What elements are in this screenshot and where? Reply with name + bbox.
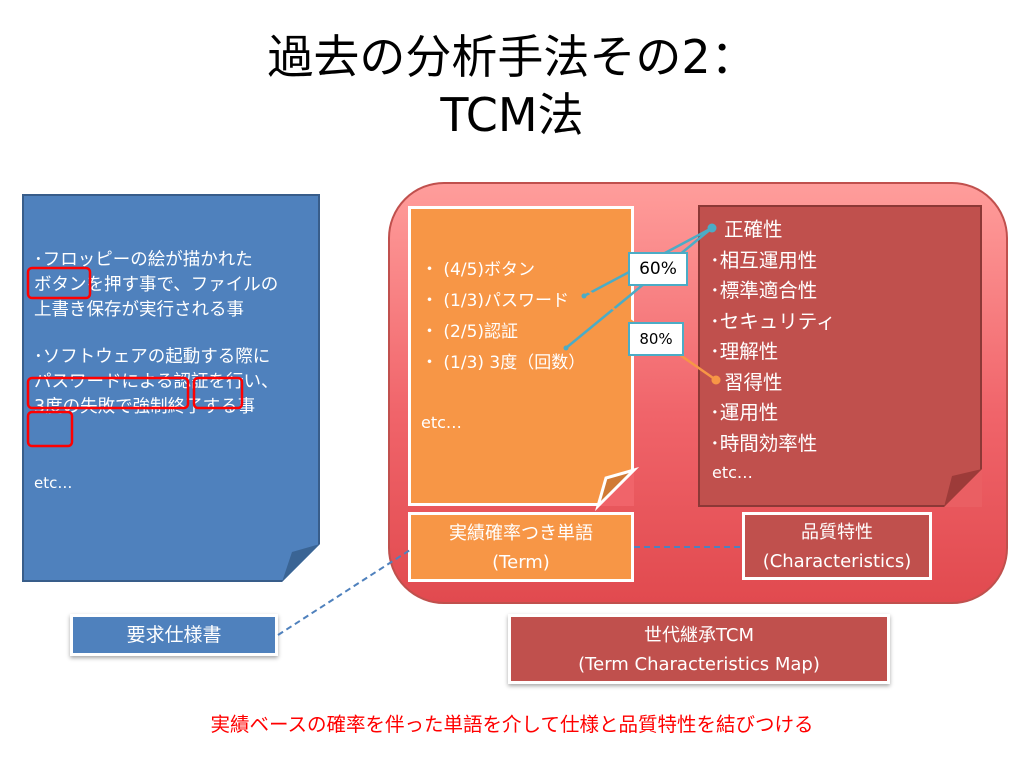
char-label-line-1: 品質特性 — [801, 522, 873, 543]
term-etc: etc… — [421, 413, 462, 432]
title-line-1: 過去の分析手法その2： — [267, 30, 757, 84]
characteristic-item: ･運用性 — [710, 401, 779, 424]
characteristics-list: 正確性 ･相互運用性 ･標準適合性 ･セキュリティ ･理解性 習得性 ･運用性 … — [710, 215, 836, 459]
percent-60-box: 60% — [628, 252, 688, 286]
tcm-label-line-2: (Term Characteristics Map) — [578, 654, 820, 675]
characteristic-item: ･相互運用性 — [710, 248, 818, 272]
characteristics-document: 正確性 ･相互運用性 ･標準適合性 ･セキュリティ ･理解性 習得性 ･運用性 … — [698, 205, 982, 507]
term-label-line-1: 実績確率つき単語 — [449, 523, 593, 544]
req-para1-line1: ･フロッピーの絵が描かれた — [34, 250, 253, 270]
term-item: ・ (1/3) 3度（回数） — [421, 353, 586, 373]
tcm-label: 世代継承TCM (Term Characteristics Map) — [508, 614, 890, 684]
tcm-label-line-1: 世代継承TCM — [643, 625, 755, 646]
term-label-line-2: (Term) — [492, 552, 550, 573]
characteristic-item: ･理解性 — [710, 340, 779, 363]
char-label-line-2: (Characteristics) — [762, 551, 912, 572]
req-para2-line3: 3度の失敗で強制終了する事 — [34, 397, 256, 417]
requirements-document: ･フロッピーの絵が描かれた ボタンを押す事で、ファイルの 上書き保存が実行される… — [22, 194, 320, 582]
req-para1-line2: ボタンを押す事で、ファイルの — [34, 275, 279, 295]
requirements-label: 要求仕様書 — [70, 614, 278, 656]
characteristic-item: ･標準適合性 — [710, 279, 818, 302]
term-list: ・ (4/5)ボタン ・ (1/3)パスワード ・ (2/5)認証 ・ (1/3… — [421, 255, 585, 379]
req-para2-line1: ･ソフトウェアの起動する際に — [34, 347, 271, 367]
characteristic-item: ･時間効率性 — [710, 431, 818, 455]
characteristics-label: 品質特性 (Characteristics) — [742, 512, 932, 580]
characteristics-etc: etc… — [712, 463, 753, 482]
term-label: 実績確率つき単語 (Term) — [408, 512, 634, 582]
footer-caption: 実績ベースの確率を伴った単語を介して仕様と品質特性を結びつける — [210, 713, 814, 736]
term-document: ・ (4/5)ボタン ・ (1/3)パスワード ・ (2/5)認証 ・ (1/3… — [408, 206, 634, 506]
slide-title: 過去の分析手法その2： TCM法 — [0, 28, 1024, 144]
characteristic-item: 習得性 — [724, 370, 783, 394]
title-line-2: TCM法 — [440, 88, 584, 142]
req-para2-line2: パスワードによる認証を行い、 — [34, 372, 279, 392]
requirements-etc: etc… — [34, 474, 73, 492]
term-item: ・ (2/5)認証 — [421, 322, 519, 342]
term-item: ・ (1/3)パスワード — [421, 291, 570, 311]
characteristic-item: ･セキュリティ — [710, 309, 836, 333]
req-para1-line3: 上書き保存が実行される事 — [34, 300, 244, 320]
percent-80-box: 80% — [628, 322, 684, 356]
characteristic-item: 正確性 — [724, 218, 783, 241]
requirements-text: ･フロッピーの絵が描かれた ボタンを押す事で、ファイルの 上書き保存が実行される… — [34, 248, 318, 442]
term-item: ・ (4/5)ボタン — [421, 260, 536, 280]
